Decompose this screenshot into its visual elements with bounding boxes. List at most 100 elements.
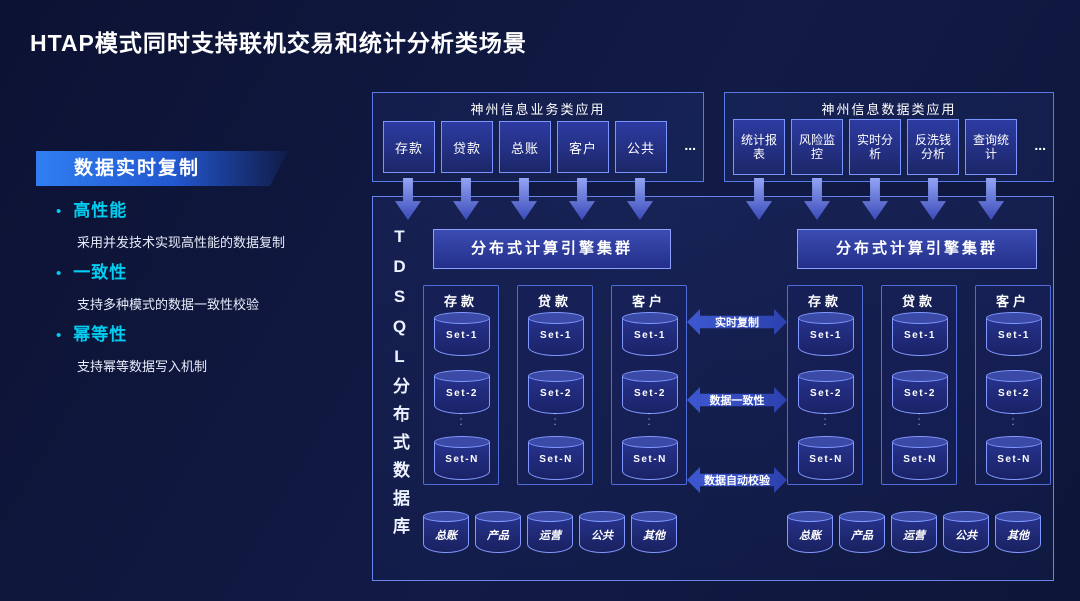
- cylinder-body: [423, 516, 469, 553]
- cylinder: Set-2: [622, 370, 678, 414]
- app-item: 风险监控: [791, 119, 843, 175]
- cylinder-body: [622, 442, 678, 480]
- engine-cluster-box: 分布式计算引擎集群: [797, 229, 1037, 269]
- data-apps-box: 神州信息数据类应用 统计报表 风险监控 实时分析 反洗钱分析 查询统计 ...: [724, 92, 1054, 182]
- cylinder: Set-1: [798, 312, 854, 356]
- cylinder-body: [787, 516, 833, 553]
- banner-data-replication: 数据实时复制: [36, 151, 288, 186]
- bottom-cylinder: 产品: [475, 511, 521, 555]
- cylinder-body: [995, 516, 1041, 553]
- business-apps-box: 神州信息业务类应用 存款 贷款 总账 客户 公共 ...: [372, 92, 704, 182]
- db-column: 客户 Set-1 Set-2 ··· Set-N: [975, 285, 1051, 485]
- cylinder: Set-2: [434, 370, 490, 414]
- cylinder-label: Set-2: [998, 388, 1030, 399]
- ellipsis-dots: ···: [549, 412, 561, 428]
- cylinder-label: 产品: [487, 530, 509, 542]
- cylinder-label: Set-1: [998, 330, 1030, 341]
- cylinder-label: Set-1: [540, 330, 572, 341]
- cylinder-label: 总账: [799, 530, 821, 542]
- bottom-cylinder: 总账: [787, 511, 833, 555]
- cylinder-label: 公共: [955, 530, 977, 542]
- link-arrow-label: 实时复制: [715, 317, 759, 329]
- data-apps-title: 神州信息数据类应用: [821, 102, 957, 117]
- bottom-cylinder: 产品: [839, 511, 885, 555]
- feature-desc: 支持幂等数据写入机制: [77, 359, 208, 374]
- column-title: 贷款: [537, 294, 572, 309]
- cylinder-label: Set-N: [633, 454, 667, 465]
- cylinder-body: [943, 516, 989, 553]
- cylinder-label: Set-2: [540, 388, 572, 399]
- db-column: 贷款 Set-1 Set-2 ··· Set-N: [881, 285, 957, 485]
- cylinder-top: [798, 312, 854, 324]
- db-column: 贷款 Set-1 Set-2 ··· Set-N: [517, 285, 593, 485]
- cylinder-body: [622, 318, 678, 356]
- cylinder-body: [434, 318, 490, 356]
- cylinder-label: Set-N: [903, 454, 937, 465]
- ellipsis-dots: ···: [1007, 412, 1019, 428]
- ellipsis-dots: ···: [643, 412, 655, 428]
- cylinder-top: [943, 511, 989, 522]
- cylinder: Set-1: [434, 312, 490, 356]
- cylinder-body: [434, 376, 490, 414]
- cylinder-top: [787, 511, 833, 522]
- cylinder-label: 运营: [539, 530, 561, 542]
- bottom-cylinder: 其他: [631, 511, 677, 555]
- cylinder-label: Set-N: [809, 454, 843, 465]
- cylinder-body: [475, 516, 521, 553]
- banner-label: 数据实时复制: [74, 158, 201, 179]
- column-title: 客户: [995, 294, 1030, 309]
- cylinder-top: [622, 312, 678, 324]
- cylinder-body: [622, 376, 678, 414]
- link-realtime-replication: 实时复制: [687, 309, 787, 335]
- cylinder: Set-N: [986, 436, 1042, 480]
- column-title: 存款: [807, 294, 842, 309]
- feature-performance: • 高性能 采用并发技术实现高性能的数据复制: [56, 196, 366, 251]
- link-arrow-label: 数据一致性: [709, 395, 765, 407]
- cylinder-top: [631, 511, 677, 522]
- more-ellipsis: ...: [684, 137, 696, 153]
- cylinder-label: Set-1: [810, 330, 842, 341]
- cylinder-label: 总账: [435, 530, 457, 542]
- ellipsis-dots: ···: [455, 412, 467, 428]
- cylinder-body: [631, 516, 677, 553]
- cylinder-label: Set-2: [634, 388, 666, 399]
- cylinder: Set-N: [892, 436, 948, 480]
- banner-background: [36, 151, 288, 186]
- business-apps-title: 神州信息业务类应用: [470, 102, 606, 117]
- cylinder: Set-1: [528, 312, 584, 356]
- cylinder-label: 其他: [643, 530, 665, 542]
- cylinder-top: [579, 511, 625, 522]
- tdsql-container: TDSQL分布式数据库 分布式计算引擎集群 分布式计算引擎集群 存款 Set-1…: [372, 196, 1054, 581]
- cylinder-top: [434, 370, 490, 382]
- column-title: 贷款: [901, 294, 936, 309]
- page-title: HTAP模式同时支持联机交易和统计分析类场景: [30, 30, 527, 56]
- cylinder-body: [986, 318, 1042, 356]
- cylinder: Set-2: [528, 370, 584, 414]
- cylinder-body: [892, 376, 948, 414]
- cylinder: Set-N: [528, 436, 584, 480]
- more-ellipsis: ...: [1034, 137, 1046, 153]
- cylinder-label: Set-2: [904, 388, 936, 399]
- cylinder-top: [622, 436, 678, 448]
- cylinder-label: Set-N: [445, 454, 479, 465]
- feature-desc: 采用并发技术实现高性能的数据复制: [77, 235, 286, 250]
- column-title: 存款: [443, 294, 478, 309]
- bottom-cylinder: 运营: [527, 511, 573, 555]
- app-item: 客户: [557, 121, 609, 173]
- cylinder-top: [434, 312, 490, 324]
- cylinder-body: [798, 442, 854, 480]
- cylinder-top: [986, 370, 1042, 382]
- feature-title: 幂等性: [73, 325, 128, 344]
- cylinder-label: Set-2: [810, 388, 842, 399]
- cylinder-body: [434, 442, 490, 480]
- cylinder-body: [892, 318, 948, 356]
- cylinder-label: Set-1: [904, 330, 936, 341]
- cylinder-top: [891, 511, 937, 522]
- cylinder-label: 其他: [1007, 530, 1029, 542]
- db-column: 客户 Set-1 Set-2 ··· Set-N: [611, 285, 687, 485]
- cylinder: Set-N: [434, 436, 490, 480]
- cylinder: Set-N: [798, 436, 854, 480]
- ellipsis-dots: ···: [913, 412, 925, 428]
- app-item: 公共: [615, 121, 667, 173]
- cylinder-top: [798, 436, 854, 448]
